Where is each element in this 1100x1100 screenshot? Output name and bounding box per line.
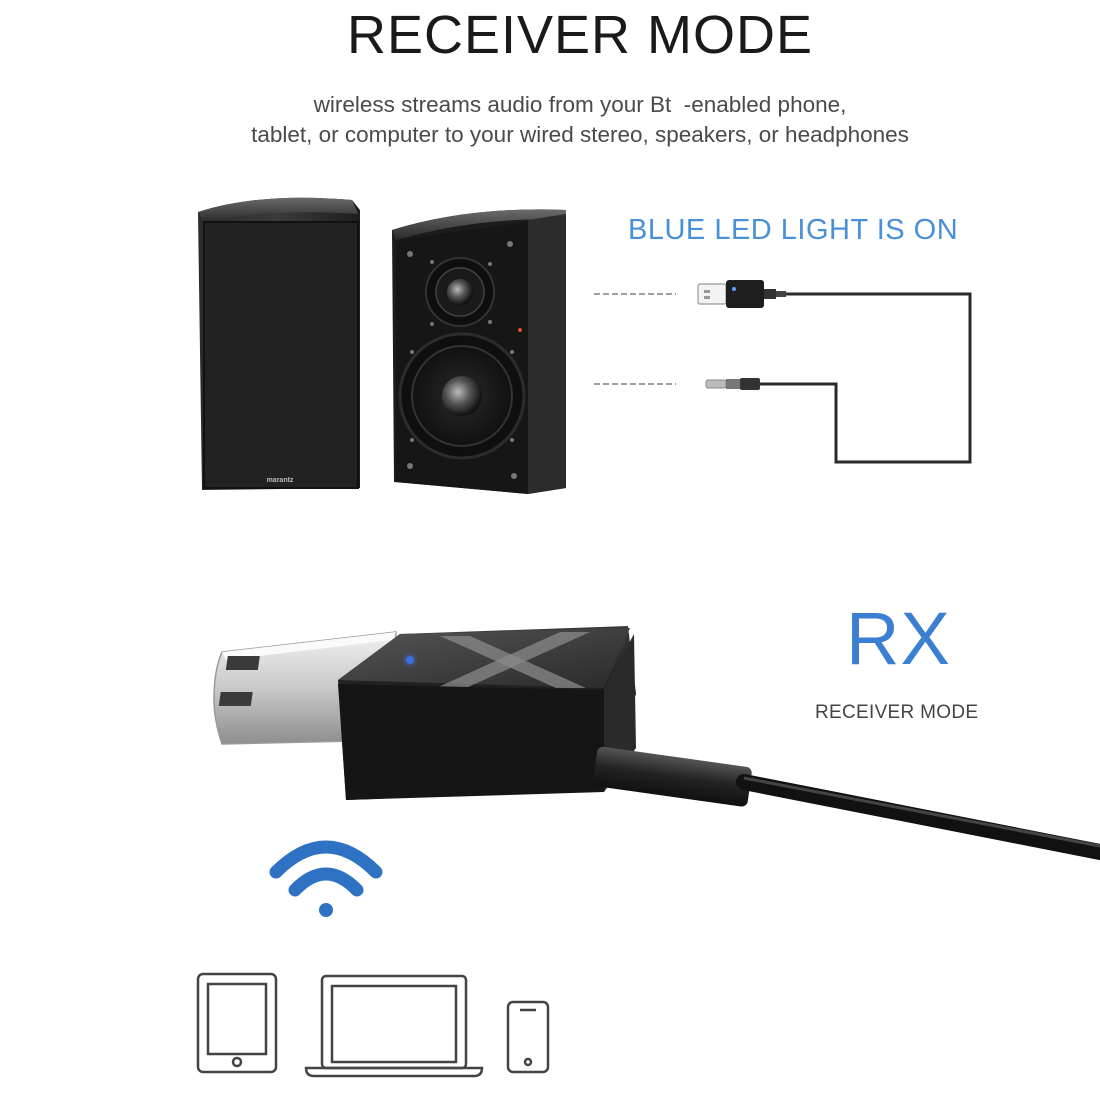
audio-jack-large (593, 746, 1100, 860)
led-status-label: BLUE LED LIGHT IS ON (628, 214, 959, 246)
rx-sublabel: RECEIVER MODE (815, 702, 979, 723)
rx-label: RX (846, 597, 951, 680)
description-line-2: tablet, or computer to your wired stereo… (251, 122, 909, 147)
wifi-icon (269, 840, 383, 917)
usb-adapter-small (697, 280, 786, 308)
tablet-icon (196, 972, 278, 1074)
description-line-1: wireless streams audio from your Bt -ena… (313, 92, 847, 117)
svg-text:marantz: marantz (267, 477, 294, 484)
audio-jack-small (705, 378, 760, 390)
laptop-icon (304, 974, 484, 1078)
phone-icon (506, 1000, 550, 1074)
speaker-right (392, 209, 566, 494)
usb-bluetooth-adapter (213, 626, 636, 800)
speaker-left: marantz (198, 197, 360, 490)
cable-line-small (760, 292, 972, 464)
description: wireless streams audio from your Bt -ena… (0, 90, 1100, 150)
page-title: RECEIVER MODE (346, 5, 814, 65)
